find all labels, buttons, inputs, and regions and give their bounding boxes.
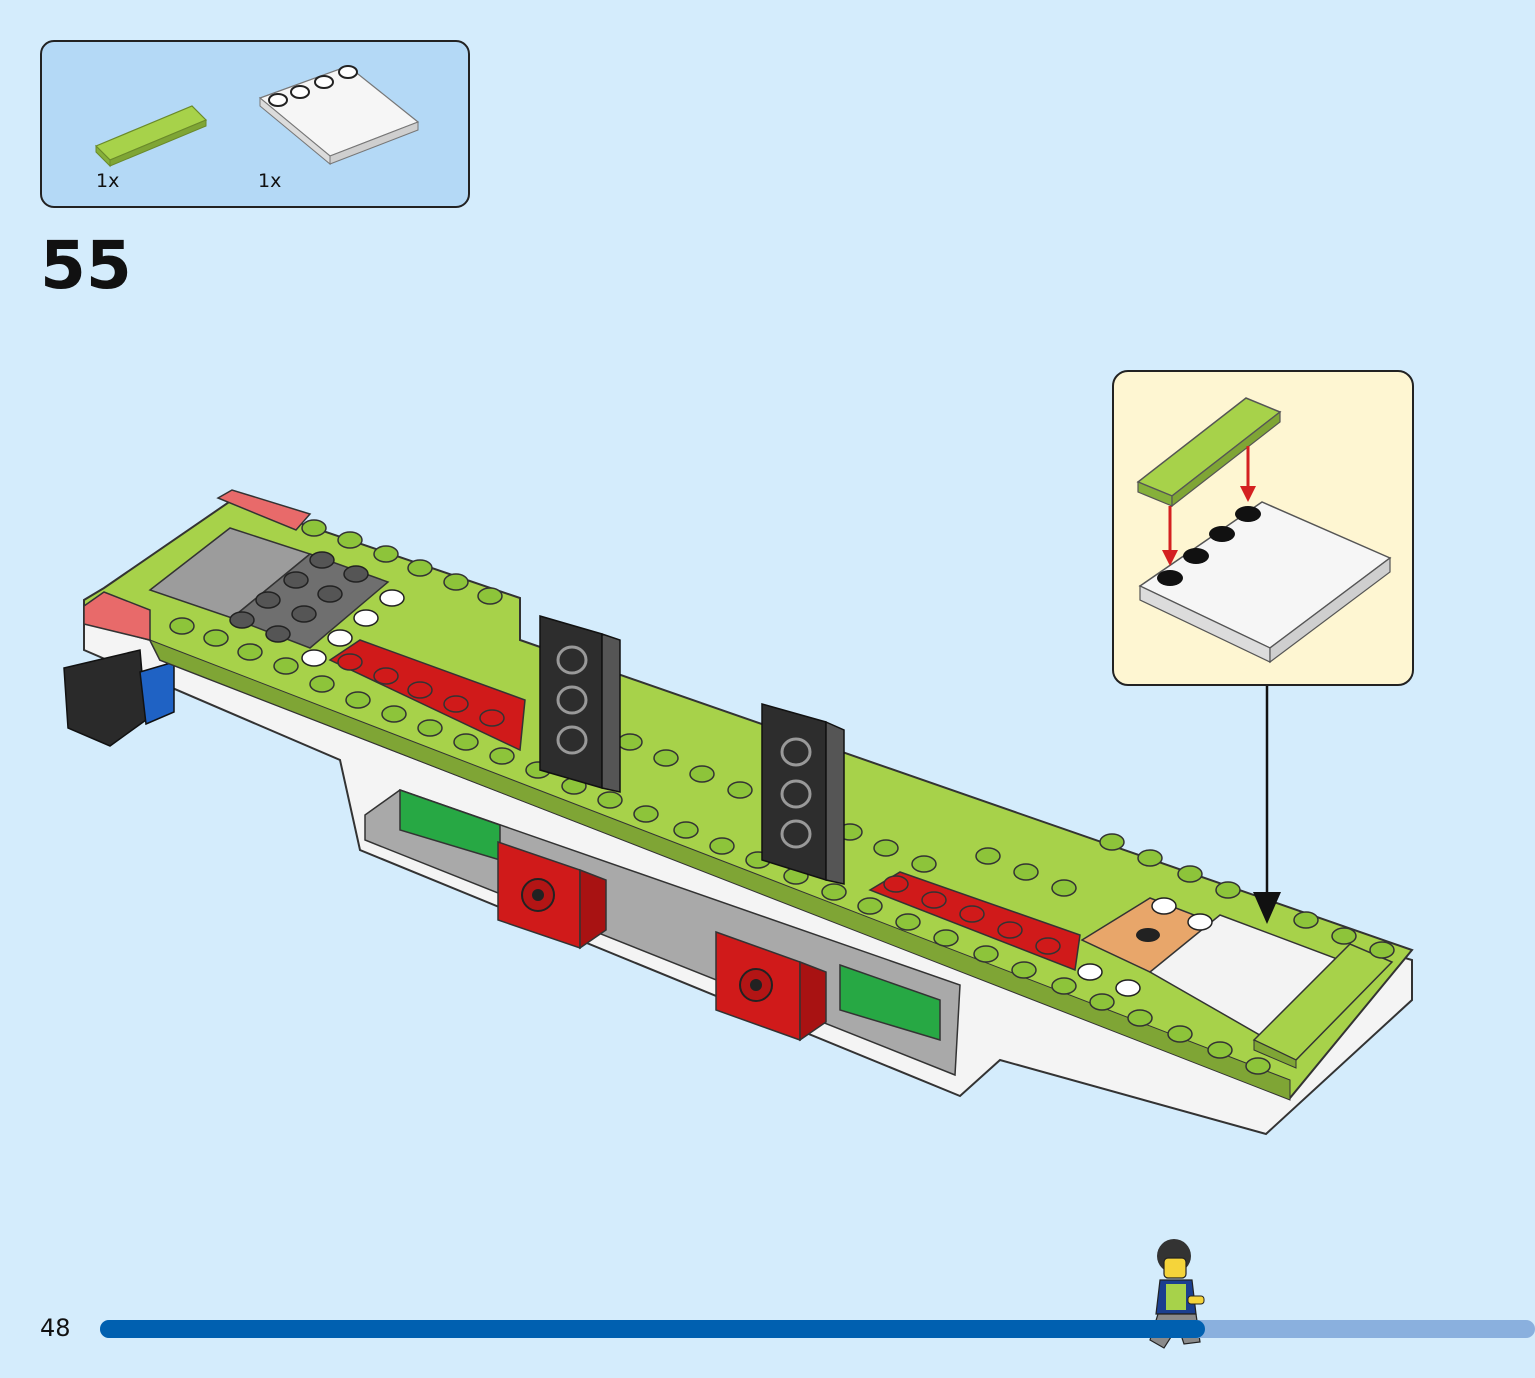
page-number: 48 <box>40 1314 71 1342</box>
progress-bar-filled <box>100 1320 1205 1338</box>
part-qty-white-plate: 1x <box>258 170 282 192</box>
sub-step-callout <box>1112 370 1414 686</box>
red-bracket-left <box>497 840 607 950</box>
minifigure-progress-icon <box>1149 1239 1205 1349</box>
part-qty-lime-tile: 1x <box>96 170 120 192</box>
red-down-arrow-icon <box>1162 446 1256 566</box>
step-number: 55 <box>40 227 132 304</box>
callout-illustration <box>1136 397 1392 664</box>
black-plate-right <box>761 703 845 885</box>
parts-illustration <box>94 65 420 168</box>
lime-tile-part-icon <box>94 105 208 168</box>
placement-arrow-icon <box>1253 892 1281 924</box>
black-plate-left <box>539 615 621 793</box>
red-bracket-right <box>715 930 827 1042</box>
white-plate-part-icon <box>258 65 420 166</box>
progress-bar-remaining <box>100 1320 1535 1338</box>
parts-list-box: 1x 1x <box>40 40 470 208</box>
